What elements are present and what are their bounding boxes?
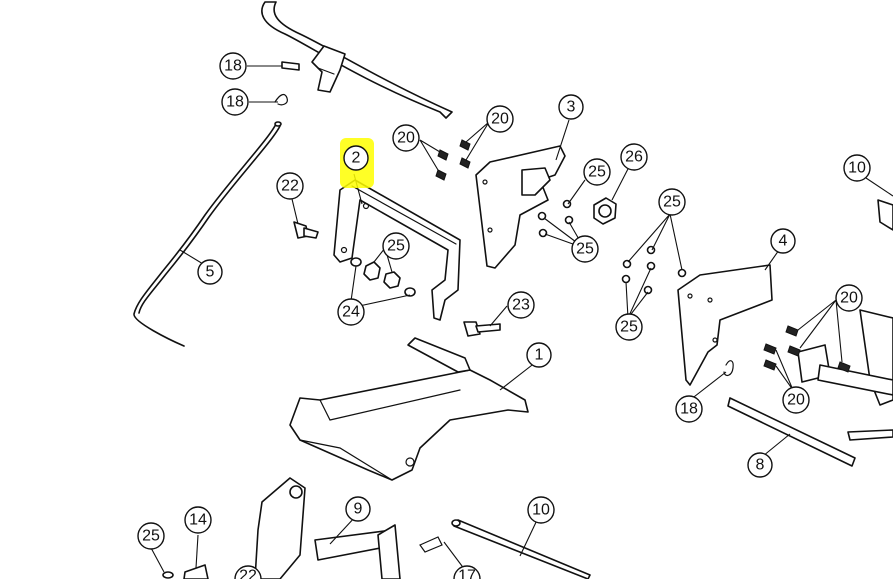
svg-text:20: 20 [787,392,805,409]
hardware-26-bushing [593,197,617,225]
callout-22-left[interactable]: 22 [276,172,304,200]
callout-20-right-top[interactable]: 20 [835,284,863,312]
callout-24[interactable]: 25 [382,232,410,260]
part-bracket-9 [254,477,401,579]
callout-18[interactable]: 18 [221,88,249,116]
callout-22-right[interactable]: 23 [507,291,535,319]
callout-25-b[interactable]: 25 [571,235,599,263]
callout-10[interactable]: 1010 [527,496,555,524]
hardware-18-clip [274,93,288,106]
leader-lines [149,65,893,573]
svg-text:22: 22 [239,568,257,579]
part-right-mount [797,344,893,396]
callout-20-top-left[interactable]: 20 [392,124,420,152]
svg-text:23: 23 [512,297,530,314]
svg-text:18: 18 [226,94,244,111]
part-bracket-2 [333,179,461,321]
svg-text:18: 18 [224,58,242,75]
svg-text:10: 10 [848,160,866,177]
callout-9[interactable]: 9 [345,496,371,522]
part-rod-8 [727,397,893,467]
callout-12[interactable]: 10 [843,154,871,182]
svg-text:14: 14 [189,512,207,529]
callout-14[interactable]: 14 [184,506,212,534]
callout-23[interactable]: 24 [337,298,365,326]
callout-20-right-bottom[interactable]: 20 [782,386,810,414]
hardware-19-pin [281,61,300,71]
hardware-22-bolt [293,221,319,239]
svg-text:24: 24 [342,304,360,321]
svg-text:20: 20 [491,111,509,128]
hardware-18-clip-right [723,360,734,377]
svg-text:25: 25 [576,241,594,258]
hardware-20-bolts-right [763,325,851,373]
part-rod-5 [133,121,282,347]
callout-25-c[interactable]: 25 [658,188,686,216]
hardware-22-bolt-lower [463,321,501,337]
part-plate-4 [677,264,773,386]
callout-17[interactable]: 17 [453,565,481,579]
svg-text:22: 22 [281,178,299,195]
svg-text:3: 3 [567,99,576,116]
callout-25-e[interactable]: 25 [137,522,165,550]
svg-text:5: 5 [206,264,215,281]
svg-text:26: 26 [625,149,643,166]
svg-text:25: 25 [663,194,681,211]
svg-text:9: 9 [354,501,363,518]
part-clip-17 [419,536,443,553]
svg-text:25: 25 [142,528,160,545]
svg-text:25: 25 [387,238,405,255]
hardware-23-washers [350,257,416,297]
hardware-25-nuts-center [537,199,574,238]
svg-text:17: 17 [458,568,476,579]
svg-text:18: 18 [680,401,698,418]
callout-18-right[interactable]: 18 [675,395,703,423]
callout-26[interactable]: 26 [620,143,648,171]
hardware-24-nuts [363,261,401,289]
callout-4[interactable]: 4 [770,228,796,254]
svg-text:10: 10 [532,502,550,519]
part-plate-3 [475,145,566,269]
callout-25-d[interactable]: 25 [615,313,643,341]
part-rod-10 [451,519,591,579]
svg-text:20: 20 [840,290,858,307]
callout-3[interactable]: 3 [558,94,584,120]
callout-19[interactable]: 18 [219,52,247,80]
part-14 [183,564,209,579]
part-top-shaft [261,1,453,119]
callout-8[interactable]: 8 [747,452,773,478]
hardware-25-nuts-right [621,245,687,295]
svg-text:25: 25 [620,319,638,336]
hardware-25-nut-lower [162,571,174,579]
callout-5[interactable]: 5 [197,259,223,285]
svg-text:25: 25 [588,164,606,181]
hardware-20-bolts-top [435,139,471,181]
svg-text:2: 2 [352,150,361,167]
callout-2[interactable]: 2 [343,145,369,171]
svg-text:4: 4 [779,233,788,250]
callout-21[interactable]: 22 [234,565,262,579]
svg-text:1: 1 [535,347,544,364]
svg-text:20: 20 [397,130,415,147]
callout-20-top-right[interactable]: 20 [486,105,514,133]
part-frame-1 [289,337,529,481]
callout-1[interactable]: 1 [526,342,552,368]
svg-text:8: 8 [756,457,765,474]
callout-25-a[interactable]: 25 [583,158,611,186]
